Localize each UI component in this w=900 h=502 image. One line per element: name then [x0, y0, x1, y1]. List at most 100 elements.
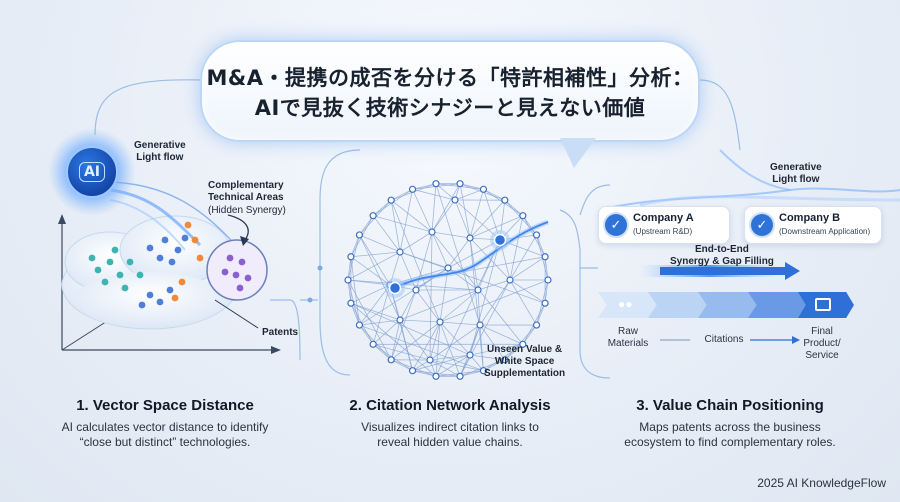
citation-node [347, 253, 355, 261]
citation-edge [415, 289, 441, 323]
hidden-synergy-label: (Hidden Synergy) [208, 205, 286, 216]
citation-node [532, 321, 541, 329]
citation-edge [412, 354, 471, 372]
patent-point [244, 274, 252, 282]
connector-panel3-top [579, 184, 611, 216]
patent-point [116, 271, 124, 279]
citation-edge [431, 231, 471, 239]
citation-edge [429, 354, 471, 361]
citation-edge [429, 321, 441, 361]
citation-edge [469, 215, 524, 239]
heading-vector-space: 1. Vector Space Distance [76, 397, 254, 414]
citation-edge [509, 234, 537, 281]
complementary-arrow [227, 214, 249, 241]
citation-edge [429, 231, 433, 361]
page-title-line-1: M&A・提携の成否を分ける「特許相補性」分析： [206, 66, 694, 90]
citation-edge [483, 359, 505, 372]
citation-edge [399, 251, 417, 291]
citation-edge [536, 303, 546, 326]
citation-edge [350, 234, 360, 257]
citation-edge [435, 239, 501, 377]
citation-edge [347, 279, 479, 291]
citation-edge [391, 188, 413, 201]
patent-point [168, 258, 176, 266]
citation-edge [454, 199, 501, 241]
patents-leader [214, 299, 259, 329]
citation-node [436, 318, 444, 326]
citation-edge [469, 354, 505, 361]
citation-edge [350, 302, 471, 356]
citation-edge [544, 256, 549, 281]
ai-badge: AI [66, 146, 118, 198]
bracket-left [319, 149, 361, 376]
citations-label: Citations [704, 334, 744, 345]
patent-point [221, 268, 229, 276]
citation-node [519, 212, 527, 220]
citation-edge [350, 284, 391, 304]
final-product-label: Final Product/ Service [803, 326, 841, 361]
unseen-value-path [394, 221, 549, 289]
hub-node [388, 281, 402, 295]
title-bubble [200, 40, 700, 142]
citation-edge [459, 183, 471, 239]
citation-edge [544, 279, 549, 304]
citation-node [456, 372, 464, 380]
check-icon: ✓ [751, 214, 773, 236]
connector-ai-title [94, 79, 206, 136]
generative-light-flow-label-2: Generative Light flow [770, 162, 822, 185]
patent-point [226, 254, 234, 262]
patent-point [111, 246, 119, 254]
citation-edge [415, 267, 449, 291]
citation-node [541, 299, 549, 307]
generative-light-flow-label: Generative Light flow [134, 140, 186, 163]
citation-edge [479, 324, 484, 371]
citation-node [444, 264, 452, 272]
page-title-line-2: AIで見抜く技術シナジーと見えない価値 [254, 96, 646, 120]
desc-value-chain: Maps patents across the business ecosyst… [624, 420, 836, 449]
patents-label: Patents [262, 327, 299, 338]
citation-edge [347, 256, 352, 281]
patent-point [236, 284, 244, 292]
patent-point [181, 234, 189, 242]
citation-edge [350, 256, 360, 326]
citation-edge [459, 370, 484, 377]
p3-flow-3 [719, 149, 791, 191]
citation-node [408, 367, 417, 375]
complementary-areas-label: Complementary Technical Areas [208, 180, 284, 203]
citation-edge [429, 359, 484, 372]
citation-edge [447, 267, 479, 291]
citation-edge [439, 279, 549, 323]
patent-point [156, 298, 164, 306]
citation-node [412, 286, 420, 294]
patent-point [174, 246, 182, 254]
citation-edge [479, 324, 524, 345]
citation-node [387, 196, 395, 204]
citation-edge [469, 237, 511, 281]
patent-point [232, 271, 240, 279]
citation-node [479, 185, 488, 193]
citation-edge [459, 354, 471, 377]
citation-edge [459, 183, 484, 190]
citation-node [369, 340, 377, 348]
citation-node [466, 234, 474, 242]
citation-edge [359, 215, 374, 236]
citation-edge [439, 289, 479, 323]
chain-step-3 [698, 292, 760, 318]
heading-value-chain: 3. Value Chain Positioning [636, 397, 824, 414]
citation-node [347, 299, 355, 307]
citation-edge [399, 289, 417, 321]
citation-node [369, 212, 377, 220]
citation-edge [373, 343, 431, 361]
citation-edge [469, 343, 523, 356]
company-b-role: (Downstream Application) [779, 227, 871, 236]
citation-node [466, 351, 474, 359]
patent-point [238, 258, 246, 266]
complementary-area-circle [206, 239, 268, 301]
citation-edge [459, 279, 511, 377]
citation-edge [372, 284, 391, 345]
footer-credit: 2025 AI KnowledgeFlow [757, 476, 886, 490]
citation-node [428, 228, 436, 236]
company-b-name: Company B [779, 212, 841, 224]
citation-node [396, 316, 404, 324]
citation-node [456, 180, 464, 188]
